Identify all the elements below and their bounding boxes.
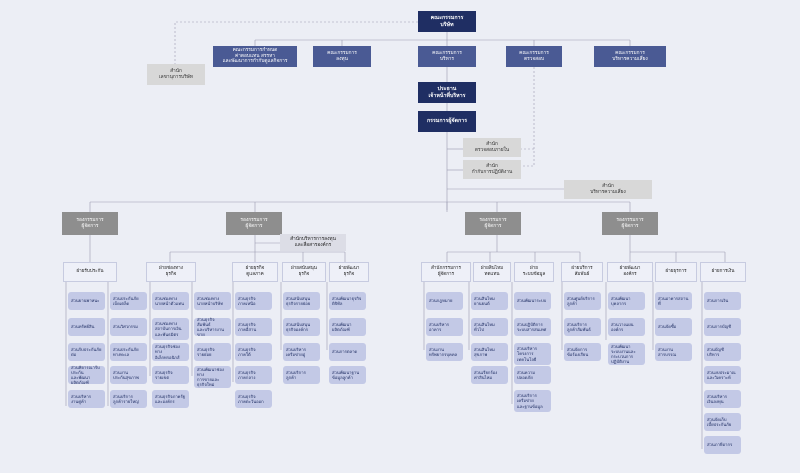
unit-box: ส่วนบริการ ลูกค้ารายใหญ่: [110, 390, 147, 408]
chairman-exec-box: ประธาน เจ้าหน้าที่บริหาร: [418, 82, 476, 103]
deputy-md-box-2: รองกรรมการ ผู้จัดการ: [226, 212, 282, 235]
unit-box: ส่วนทรัพย์สิน: [68, 318, 105, 336]
committee-box-4: คณะกรรมการ ตรวจสอบ: [506, 46, 562, 67]
unit-box: ส่วนอาคารสถานที่: [655, 292, 692, 310]
board-box: คณะกรรมการ บริษัท: [418, 11, 476, 32]
unit-box: ส่วนวางแผน องค์กร: [608, 318, 645, 336]
division-box-8: ฝ่าย ระบบข้อมูล: [514, 262, 554, 282]
unit-box: ส่วนสนับสนุน ธุรกิจองค์กร: [283, 318, 320, 336]
unit-box: ส่วนจัดซื้อ: [655, 318, 692, 336]
division-box-7: ฝ่ายสินไหม ทดแทน: [473, 262, 511, 282]
division-box-11: ฝ่ายธุรการ: [655, 262, 697, 282]
unit-box: ส่วนพิจารณารับประกัน และพัฒนาผลิตภัณฑ์: [68, 365, 105, 385]
unit-box: ส่วนพัฒนา บุคลากร: [608, 292, 645, 310]
unit-box: ส่วนงาน ประกันสุขภาพ: [110, 366, 147, 384]
unit-box: ส่วนจัดเก็บ เบี้ยประกันภัย: [704, 413, 741, 431]
unit-box: ส่วนสนับสนุน ธุรกิจรายย่อย: [283, 292, 320, 310]
unit-box: ส่วนธุรกิจ ภาคกลาง: [235, 366, 272, 384]
unit-box: ส่วนบริหาร เงินลงทุน: [704, 390, 741, 408]
unit-box: ส่วนวิศวกรรม: [110, 318, 147, 336]
unit-box: ส่วนยานพาหนะ: [68, 292, 105, 310]
risk-office-box: สำนัก บริหารความเสี่ยง: [564, 180, 652, 199]
unit-box: ส่วนบริหาร อาคาร: [426, 318, 463, 336]
unit-box: ส่วนการเงิน: [704, 292, 741, 310]
division-box-1: ฝ่ายรับประกัน: [63, 262, 117, 282]
unit-box: ส่วนสินไหม ทั่วไป: [471, 318, 508, 336]
committee-box-2: คณะกรรมการ ลงทุน: [313, 46, 371, 67]
committee-box-3: คณะกรรมการ บริหาร: [418, 46, 476, 67]
unit-box: ส่วนประกันภัย เบ็ดเตล็ด: [110, 292, 147, 310]
unit-box: ส่วนงานสารบรรณ: [655, 343, 692, 361]
unit-box: ส่วนปฏิบัติการ ระบบสารสนเทศ: [514, 318, 551, 336]
unit-box: ส่วนรับประกันภัย ต่อ: [68, 343, 105, 361]
unit-box: ส่วนธุรกิจภาครัฐ และองค์กร: [152, 390, 189, 408]
md-box: กรรมการผู้จัดการ: [418, 111, 476, 132]
deputy-md-box-4: รองกรรมการ ผู้จัดการ: [602, 212, 658, 235]
committee-box-1: คณะกรรมการกำหนด ค่าตอบแทน สรรหา และพัฒนา…: [213, 46, 297, 67]
audit-office-box: สำนัก ตรวจสอบภายใน: [463, 138, 521, 157]
unit-box: ส่วนช่องทาง สถาบันการเงิน และพันธมิตร: [152, 318, 189, 340]
investment-comm-office-box: สำนักบริหารการลงทุน และสื่อสารองค์กร: [280, 234, 346, 251]
unit-box: ส่วนธุรกิจ รายย่อย: [194, 343, 231, 361]
unit-box: ส่วนธุรกิจ ภาคเหนือ: [235, 292, 272, 310]
unit-box: ส่วนศูนย์บริการ ลูกค้า: [564, 292, 601, 310]
unit-box: ส่วนบริหาร งานคู่ค้า: [68, 390, 105, 408]
unit-box: ส่วนบริการ เครือข่าย และฐานข้อมูล: [514, 390, 551, 412]
deputy-md-box-1: รองกรรมการ ผู้จัดการ: [62, 212, 118, 235]
unit-box: ส่วนธุรกิจ ภาคใต้: [235, 343, 272, 361]
unit-box: ส่วนพัฒนา ผลิตภัณฑ์: [329, 318, 366, 336]
unit-box: ส่วนธุรกิจสัมพันธ์ และบริหารงานขาย: [194, 317, 231, 337]
unit-box: ส่วนช่องทาง นายหน้าตัวแทน: [152, 292, 189, 310]
committee-box-5: คณะกรรมการ บริหารความเสี่ยง: [594, 46, 666, 67]
deputy-md-box-3: รองกรรมการ ผู้จัดการ: [465, 212, 521, 235]
unit-box: ส่วนสินไหม ยานยนต์: [471, 292, 508, 310]
unit-box: ส่วนพัฒนาธุรกิจ ดิจิทัล: [329, 292, 366, 310]
unit-box: ส่วนงาน ทรัพยากรบุคคล: [426, 343, 463, 361]
unit-box: ส่วนธุรกิจ ภาคอีสาน: [235, 318, 272, 336]
division-box-12: ฝ่ายการเงิน: [700, 262, 746, 282]
unit-box: ส่วนภาษีอากร: [704, 436, 741, 454]
unit-box: ส่วนสินไหม สุขภาพ: [471, 343, 508, 361]
unit-box: ส่วนธุรกิจ รายเขต: [152, 366, 189, 384]
unit-box: ส่วนบริหาร โครงการ เทคโนโลยี: [514, 343, 551, 365]
division-box-6: สำนักกรรมการ ผู้จัดการ: [421, 262, 471, 282]
division-box-4: ฝ่ายสนับสนุน ธุรกิจ: [282, 262, 326, 282]
unit-box: ส่วนช่องทาง นายหน้าบริษัท: [194, 292, 231, 310]
unit-box: ส่วนพัฒนาช่องทาง การขายและ ธุรกิจใหม่: [194, 366, 231, 388]
division-box-9: ฝ่ายบริการ สัมพันธ์: [561, 262, 603, 282]
division-box-3: ฝ่ายธุรกิจ ดูแลภาค: [232, 262, 278, 282]
division-box-10: ฝ่ายพัฒนา องค์กร: [607, 262, 653, 282]
unit-box: ส่วนธุรกิจ ภาคตะวันออก: [235, 390, 272, 408]
unit-box: ส่วนพัฒนาฐาน ข้อมูลลูกค้า: [329, 366, 366, 384]
unit-box: ส่วนบริหาร เครือข่ายอู่: [283, 343, 320, 361]
unit-box: ส่วนความปลอดภัย: [514, 366, 551, 384]
unit-box: ส่วนพัฒนา ระบบงานและ กระบวนการ ปฏิบัติงา…: [608, 343, 645, 365]
unit-box: ส่วนพัฒนาระบบ: [514, 292, 551, 310]
unit-box: ส่วนธุรกิจช่องทาง อิเล็กทรอนิกส์: [152, 343, 189, 361]
unit-box: ส่วนกฎหมาย: [426, 292, 463, 310]
compliance-office-box: สำนัก กำกับการปฏิบัติงาน: [463, 160, 521, 179]
unit-box: ส่วนงบประมาณ และวิเคราะห์: [704, 366, 741, 384]
unit-box: ส่วนบริการ ลูกค้าสัมพันธ์: [564, 318, 601, 336]
unit-box: ส่วนการตลาด: [329, 343, 366, 361]
unit-box: ส่วนการบัญชี: [704, 318, 741, 336]
unit-box: ส่วนจัดการ ข้อร้องเรียน: [564, 343, 601, 361]
unit-box: ส่วนประกันภัย ทางทะเล: [110, 343, 147, 361]
unit-box: ส่วนบริการ ลูกค้า: [283, 366, 320, 384]
unit-box: ส่วนบัญชี บริหาร: [704, 343, 741, 361]
company-secretary-box: สำนัก เลขานุการบริษัท: [147, 64, 205, 85]
unit-box: ส่วนเรียกร้อง ค่าสินไหม: [471, 366, 508, 384]
division-box-5: ฝ่ายพัฒนา ธุรกิจ: [329, 262, 369, 282]
division-box-2: ฝ่ายช่องทาง ธุรกิจ: [146, 262, 196, 282]
